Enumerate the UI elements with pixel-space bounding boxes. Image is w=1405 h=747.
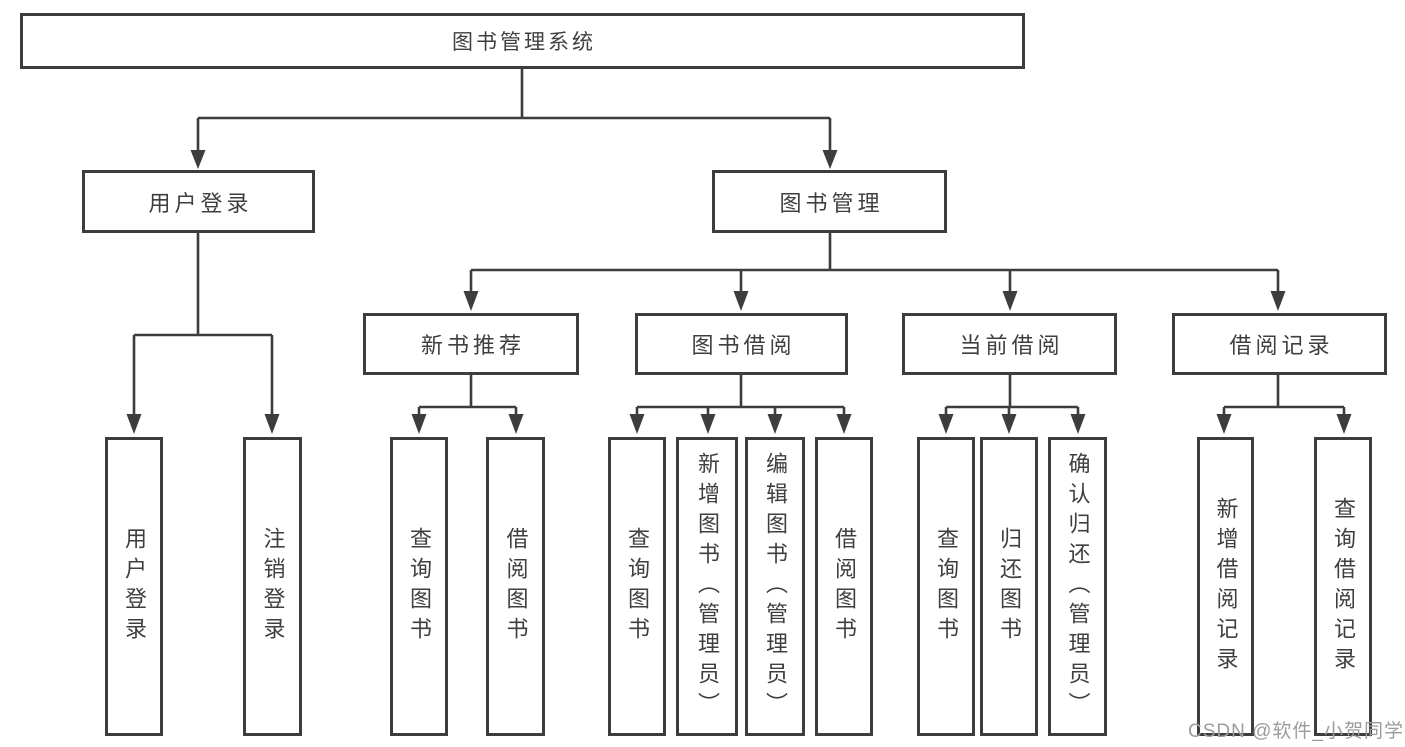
leaf-recommend-borrow-books-label: 借阅图书 [503,526,529,647]
node-borrow-record-label: 借阅记录 [1229,333,1334,358]
leaf-record-add-label: 新增借阅记录 [1213,496,1239,677]
node-new-book-recommend: 新书推荐 [363,313,579,375]
node-book-management-label: 图书管理 [779,190,884,216]
leaf-record-add: 新增借阅记录 [1197,437,1254,736]
leaf-borrow-query-books: 查询图书 [608,437,666,736]
csdn-watermark: CSDN @软件_小贺同学 [1188,721,1404,742]
leaf-current-confirm-return-admin-label: 确认归还（管理员） [1065,451,1091,722]
node-book-borrow: 图书借阅 [635,313,848,375]
leaf-borrow-query-books-label: 查询图书 [625,526,650,647]
connector-userlogin-to-leaves [126,233,280,434]
node-current-borrow-label: 当前借阅 [959,333,1064,358]
node-user-login: 用户登录 [82,170,315,233]
leaf-current-confirm-return-admin: 确认归还（管理员） [1048,437,1107,736]
connector-bookmgmt-to-level3 [463,233,1286,311]
connector-current-to-leaves [938,375,1086,434]
leaf-current-return-books: 归还图书 [980,437,1038,736]
node-book-management: 图书管理 [712,170,947,233]
leaf-record-query: 查询借阅记录 [1314,437,1372,736]
leaf-borrow-edit-books-admin-label: 编辑图书（管理员） [763,451,788,722]
leaf-current-return-books-label: 归还图书 [997,526,1022,647]
node-borrow-record: 借阅记录 [1172,313,1387,375]
leaf-current-query-books: 查询图书 [917,437,975,736]
leaf-borrow-borrow-books-label: 借阅图书 [832,526,857,647]
node-current-borrow: 当前借阅 [902,313,1117,375]
leaf-borrow-add-books-admin-label: 新增图书（管理员） [695,451,720,722]
leaf-borrow-borrow-books: 借阅图书 [815,437,873,736]
node-book-borrow-label: 图书借阅 [691,333,796,358]
node-root-library-system: 图书管理系统 [20,13,1025,69]
leaf-borrow-edit-books-admin: 编辑图书（管理员） [745,437,805,736]
leaf-recommend-borrow-books: 借阅图书 [486,437,545,736]
leaf-logout-label: 注销登录 [260,526,286,647]
node-new-book-recommend-label: 新书推荐 [420,333,525,358]
connector-record-to-leaves [1216,375,1352,434]
node-root-label: 图书管理系统 [452,31,596,54]
leaf-record-query-label: 查询借阅记录 [1331,496,1356,677]
leaf-recommend-query-books-label: 查询图书 [407,526,432,647]
leaf-recommend-query-books: 查询图书 [390,437,448,736]
leaf-user-login: 用户登录 [105,437,163,736]
connector-borrow-to-leaves [629,375,852,434]
connector-recommend-to-leaves [411,375,524,434]
connector-root-to-level2 [190,69,838,169]
leaf-current-query-books-label: 查询图书 [934,526,959,647]
leaf-logout: 注销登录 [243,437,302,736]
node-user-login-label: 用户登录 [148,190,253,216]
leaf-user-login-label: 用户登录 [122,526,147,647]
leaf-borrow-add-books-admin: 新增图书（管理员） [676,437,738,736]
